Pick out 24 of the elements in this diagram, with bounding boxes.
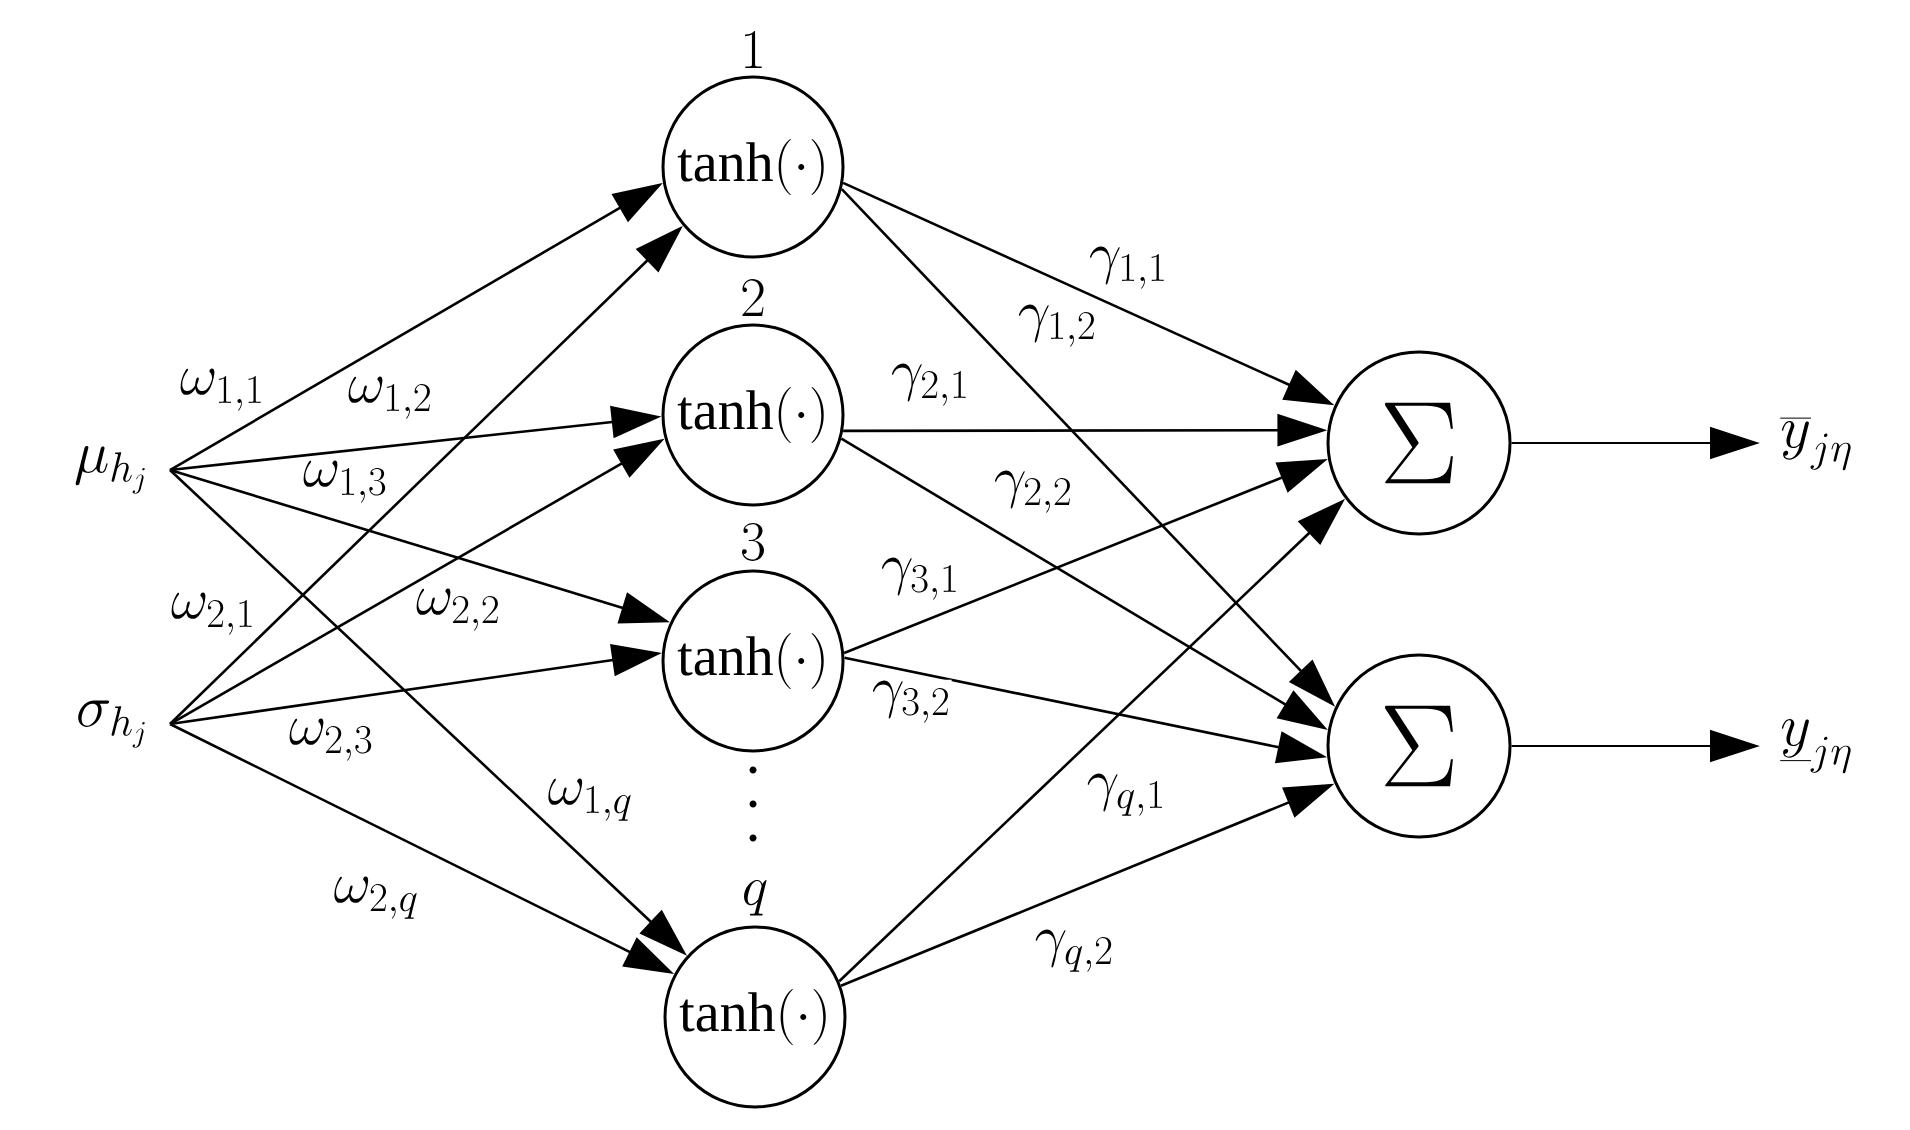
edge-label: $\omega_{1,3}$	[301, 459, 389, 505]
edge-label: $\gamma_{1,2}$	[1016, 303, 1098, 349]
neuron-number: $2$	[742, 279, 764, 317]
edge-label: $\gamma_{q,2}$	[1033, 928, 1115, 974]
edge-label: $\omega_{1,q}$	[546, 777, 634, 823]
edge-label: $\gamma_{2,1}$	[889, 362, 971, 408]
output-label: $\overline{y}_{j\eta}$	[1780, 418, 1851, 471]
edge-label: $\gamma_{q,1}$	[1085, 772, 1167, 818]
edge-label: $\omega_{2,2}$	[414, 587, 502, 633]
input-label: $\sigma_{h_j}$	[78, 700, 145, 748]
input-label: $\mu_{h_j}$	[75, 445, 145, 494]
edge-label: $\omega_{2,3}$	[287, 717, 375, 763]
edge-label: $\gamma_{2,2}$	[992, 469, 1074, 515]
neuron-number: $q$	[744, 879, 767, 916]
edge-label: $\gamma_{1,1}$	[1087, 245, 1169, 291]
neuron-number: $1$	[745, 31, 762, 69]
edge-label: $\gamma_{3,2}$	[870, 679, 952, 725]
edge-label: $\gamma_{3,1}$	[879, 556, 961, 602]
edge-label: $\omega_{2,1}$	[169, 591, 257, 637]
edge-label: $\omega_{1,2}$	[346, 375, 434, 421]
edge-label: $\omega_{2,q}$	[332, 875, 420, 921]
neuron-number: $3$	[742, 523, 764, 561]
edge-label: $\omega_{1,1}$	[178, 367, 266, 413]
output-label: $\underline{y}_{j\eta}$	[1780, 719, 1851, 774]
